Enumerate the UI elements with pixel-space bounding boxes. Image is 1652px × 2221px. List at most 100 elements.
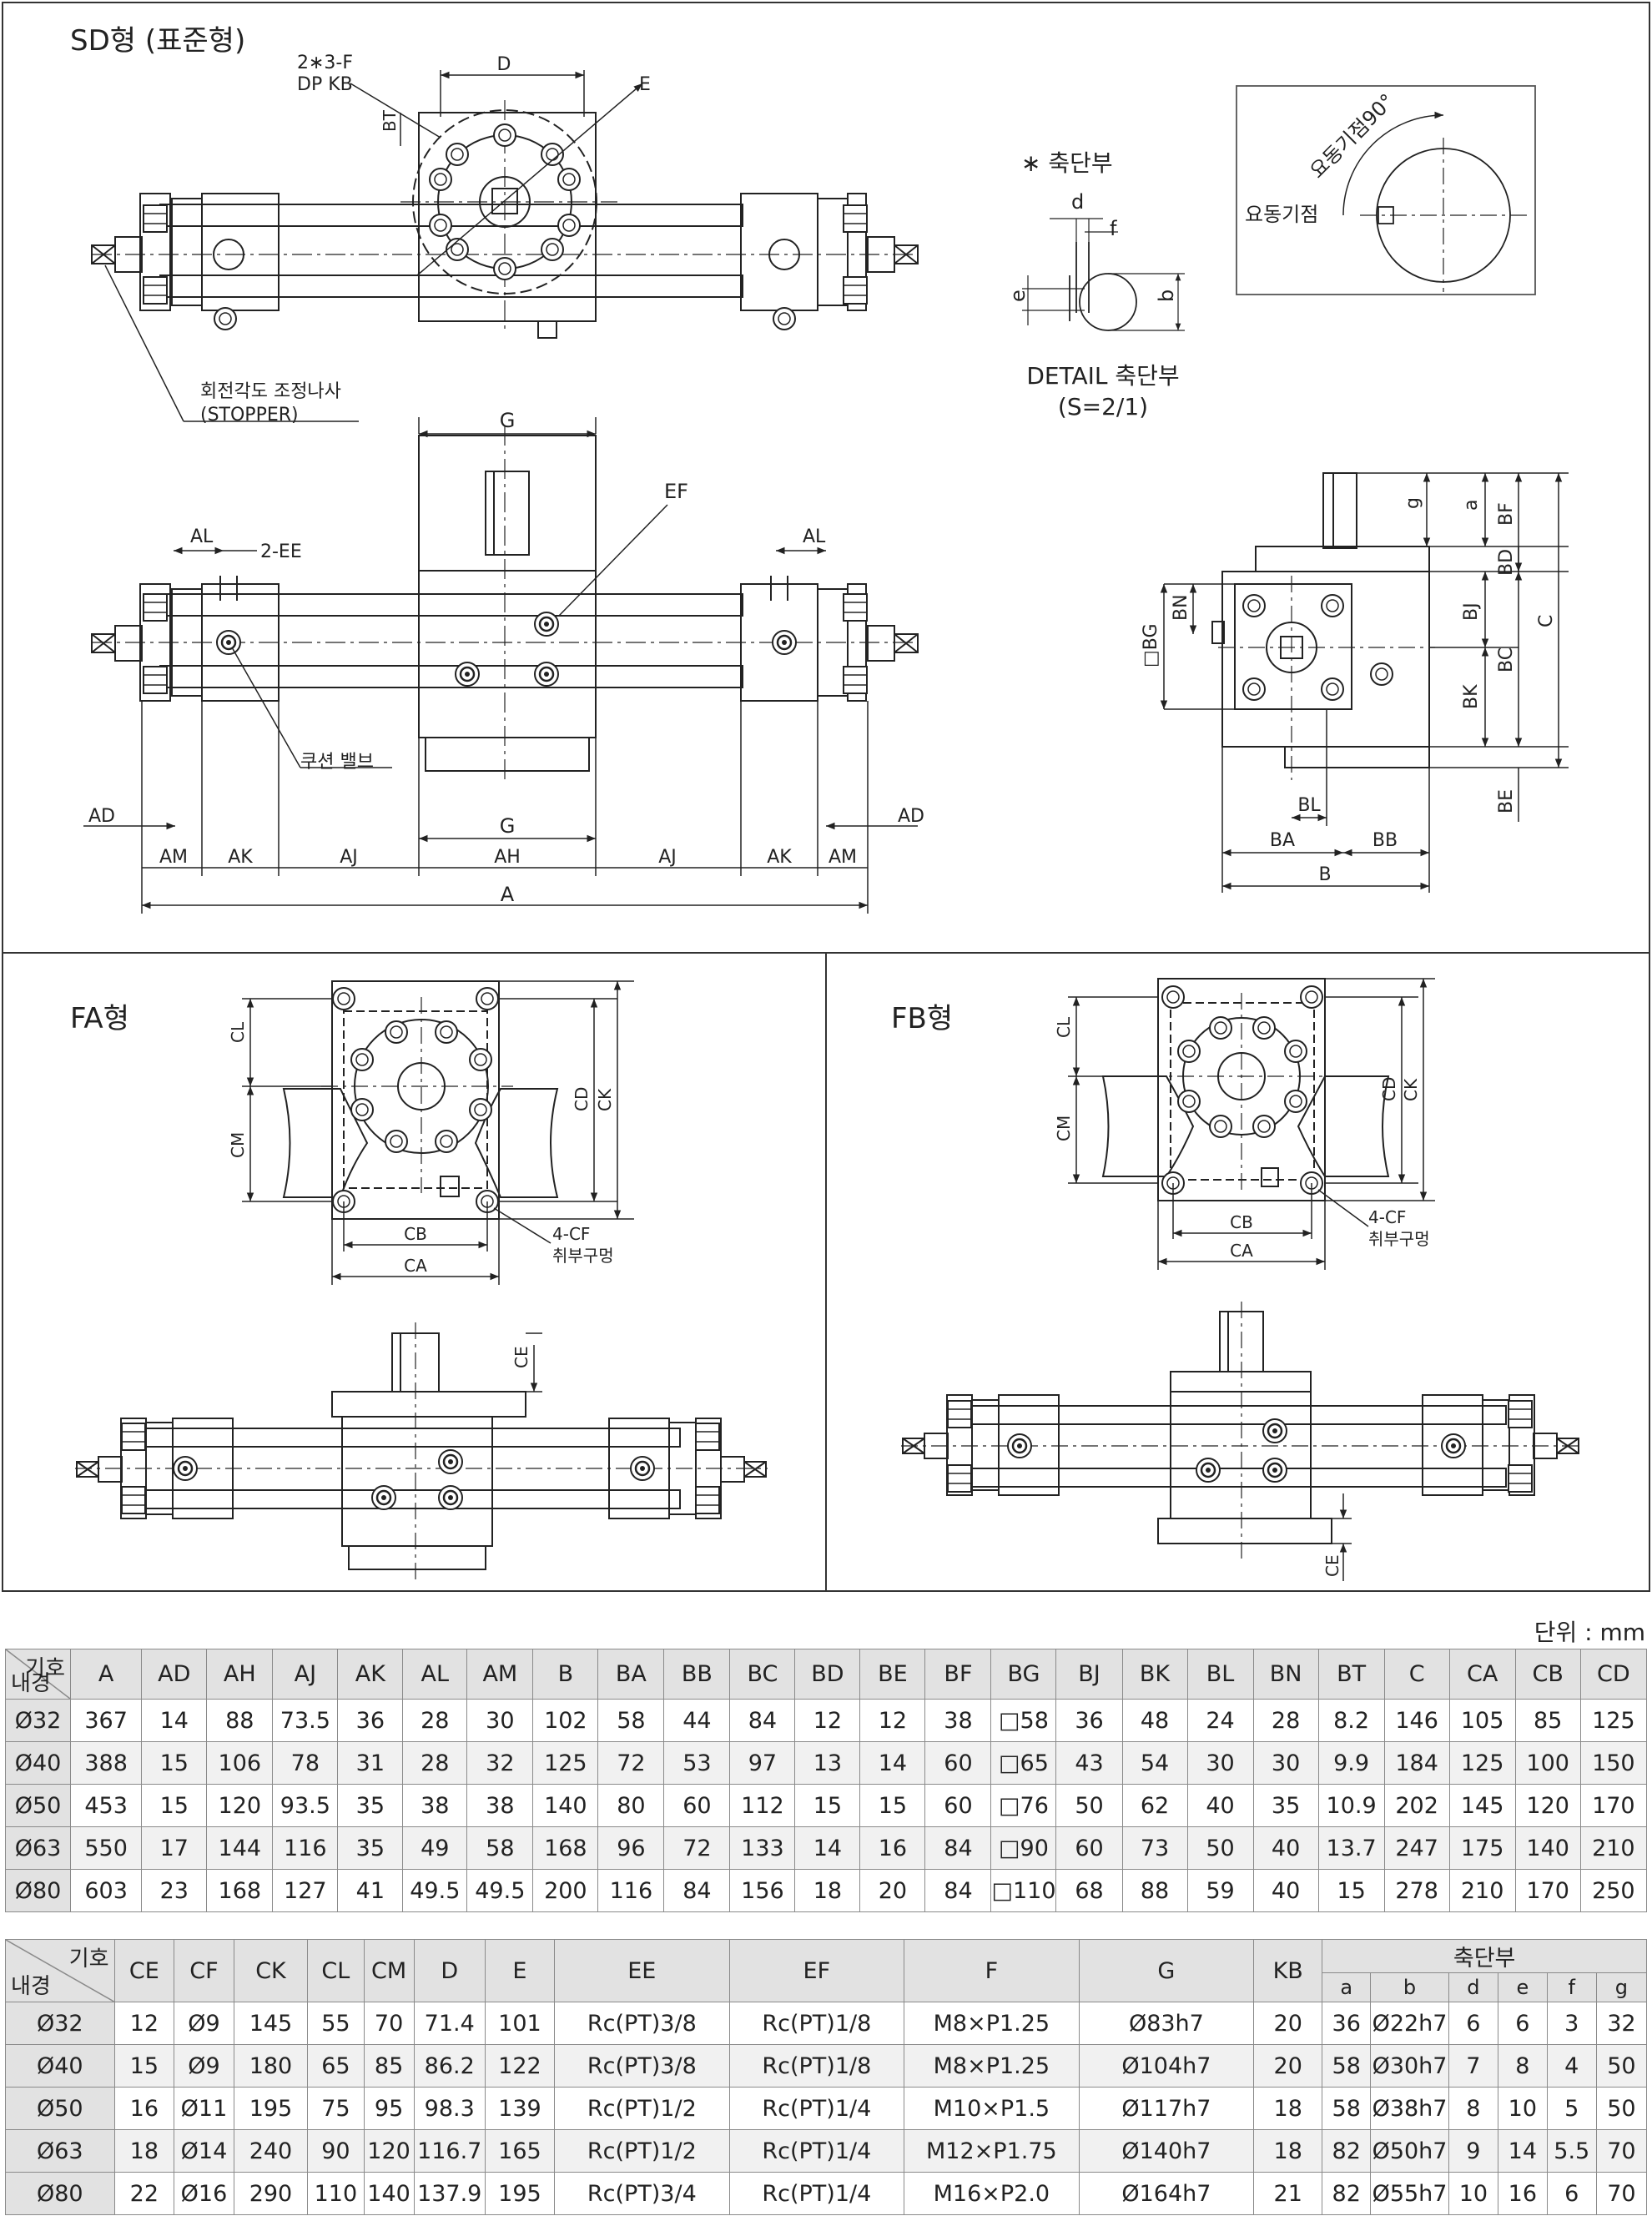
table-cell: 112 xyxy=(729,1784,796,1827)
table-cell: Ø55h7 xyxy=(1370,2172,1449,2215)
table-cell: 50 xyxy=(1595,2044,1648,2088)
table-cell: 90 xyxy=(307,2129,365,2173)
col-header-bf: BF xyxy=(924,1649,992,1700)
table-cell: 180 xyxy=(233,2044,309,2088)
fa-front-view xyxy=(75,1322,768,1581)
table-cell: 122 xyxy=(484,2044,556,2088)
sub-header-a: a xyxy=(1322,1972,1372,2002)
table-cell: 36 xyxy=(1055,1699,1123,1742)
table-cell: 35 xyxy=(1252,1784,1319,1827)
table-cell: 32 xyxy=(466,1741,534,1785)
label-fa-cf: 4-CF xyxy=(552,1224,590,1244)
table-cell: □58 xyxy=(990,1699,1057,1742)
label-fb-cd: CD xyxy=(1379,1077,1399,1101)
row-bore: Ø63 xyxy=(5,1826,71,1870)
table-cell: 60 xyxy=(924,1784,992,1827)
table-cell: 120 xyxy=(363,2129,415,2173)
table-cell: 41 xyxy=(337,1869,404,1912)
table-cell: Ø9 xyxy=(174,2002,234,2045)
col-header-bc: BC xyxy=(729,1649,796,1700)
label-fa-cl: CL xyxy=(228,1021,248,1043)
table-cell: 105 xyxy=(1448,1699,1516,1742)
table-cell: 12 xyxy=(859,1699,926,1742)
table-cell: Ø16 xyxy=(174,2172,234,2215)
table-cell: 4 xyxy=(1546,2044,1597,2088)
table-cell: 82 xyxy=(1322,2129,1372,2173)
table-cell: 62 xyxy=(1121,1784,1188,1827)
label-be: BE xyxy=(1496,789,1517,813)
table-cell: 18 xyxy=(1253,2129,1323,2173)
table-cell: Ø140h7 xyxy=(1078,2129,1255,2173)
sub-header-d: d xyxy=(1448,1972,1498,2002)
fb-front-view xyxy=(901,1302,1581,1581)
label-fb-ck: CK xyxy=(1401,1078,1421,1101)
table-cell: 8 xyxy=(1497,2044,1548,2088)
table-cell: 15 xyxy=(113,2044,175,2088)
table-corner: 기호 내경 xyxy=(5,1939,115,2002)
label-bn: BN xyxy=(1171,594,1191,621)
col-header-bd: BD xyxy=(794,1649,861,1700)
table-cell: 6 xyxy=(1448,2002,1498,2045)
table-cell: Rc(PT)1/2 xyxy=(554,2129,730,2173)
table-cell: 20 xyxy=(859,1869,926,1912)
label-a-small: a xyxy=(1461,500,1482,511)
table-cell: 16 xyxy=(113,2087,175,2130)
table-cell: Rc(PT)1/4 xyxy=(728,2172,905,2215)
table-cell: 14 xyxy=(859,1741,926,1785)
table-cell: 140 xyxy=(1514,1826,1581,1870)
label-b: B xyxy=(1318,864,1331,885)
table-cell: 28 xyxy=(1252,1699,1319,1742)
table-cell: 49.5 xyxy=(402,1869,468,1912)
table-cell: Rc(PT)1/4 xyxy=(728,2129,905,2173)
label-fa-cd: CD xyxy=(572,1087,592,1111)
table-cell: 127 xyxy=(272,1869,339,1912)
row-bore: Ø40 xyxy=(5,1741,71,1785)
table-cell: 86.2 xyxy=(413,2044,486,2088)
table-cell: 70 xyxy=(1595,2172,1648,2215)
table-cell: 278 xyxy=(1383,1869,1450,1912)
table-cell: 120 xyxy=(1514,1784,1581,1827)
table-cell: Ø38h7 xyxy=(1370,2087,1449,2130)
label-bl: BL xyxy=(1297,795,1321,816)
label-fb-cf: 4-CF xyxy=(1368,1207,1406,1227)
sd-side-view xyxy=(1211,472,1435,780)
col-header-ah: AH xyxy=(206,1649,274,1700)
table-cell: 59 xyxy=(1186,1869,1254,1912)
table-cell: Ø14 xyxy=(174,2129,234,2173)
fa-flange-bolts xyxy=(332,987,499,1213)
table-cell: 200 xyxy=(532,1869,599,1912)
table-cell: 10 xyxy=(1497,2087,1548,2130)
label-ba: BA xyxy=(1270,830,1295,851)
table-cell: 60 xyxy=(663,1784,731,1827)
table-cell: 10 xyxy=(1448,2172,1498,2215)
label-al-left: AL xyxy=(190,526,214,547)
label-bb: BB xyxy=(1372,830,1398,851)
table-cell: 16 xyxy=(1497,2172,1548,2215)
table-cell: M12×P1.75 xyxy=(904,2129,1080,2173)
table-cell: 95 xyxy=(363,2087,415,2130)
table-cell: 98.3 xyxy=(413,2087,486,2130)
table-cell: 139 xyxy=(484,2087,556,2130)
table-cell: 140 xyxy=(532,1784,599,1827)
col-header-al: AL xyxy=(402,1649,468,1700)
table-cell: Ø117h7 xyxy=(1078,2087,1255,2130)
table-cell: 93.5 xyxy=(272,1784,339,1827)
label-ak-left: AK xyxy=(228,847,253,868)
label-fa-ce: CE xyxy=(511,1346,531,1368)
table-cell: 72 xyxy=(597,1741,665,1785)
table-cell: 70 xyxy=(1595,2129,1648,2173)
table-cell: 168 xyxy=(206,1869,274,1912)
label-e: E xyxy=(639,74,651,95)
col-header-kb: KB xyxy=(1253,1939,1323,2002)
table-cell: M10×P1.5 xyxy=(904,2087,1080,2130)
table-cell: 140 xyxy=(363,2172,415,2215)
table-cell: 5 xyxy=(1546,2087,1597,2130)
label-fb-cl: CL xyxy=(1054,1016,1074,1038)
table-cell: 17 xyxy=(141,1826,208,1870)
table-cell: 12 xyxy=(113,2002,175,2045)
table-cell: 210 xyxy=(1579,1826,1648,1870)
